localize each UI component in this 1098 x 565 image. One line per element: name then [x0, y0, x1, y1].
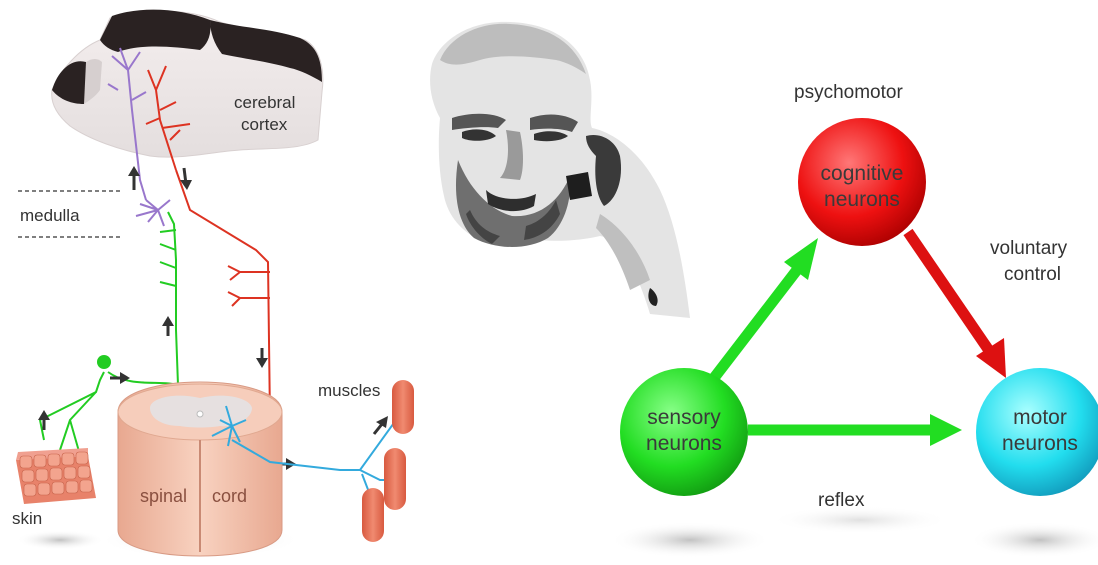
cognitive-neurons-node: cognitive neurons	[798, 118, 926, 246]
muscles-label: muscles	[318, 381, 380, 400]
neuron-loop-diagram: cognitive neurons sensory neurons motor …	[610, 82, 1098, 558]
motor-label-line2: neurons	[1002, 432, 1078, 455]
muscle-fibers	[362, 380, 414, 542]
skin-label: skin	[12, 509, 42, 528]
sensory-shadow	[610, 522, 770, 558]
sensory-ganglion	[97, 355, 111, 369]
sensory-neurons-node: sensory neurons	[620, 368, 748, 496]
cord-label: cord	[212, 486, 247, 506]
sensory-label-line1: sensory	[647, 406, 721, 429]
cognitive-label-line2: neurons	[824, 188, 900, 211]
cortex-label-line2: cortex	[241, 115, 288, 134]
skin-patch	[16, 448, 104, 550]
voluntary-label-line2: control	[1004, 264, 1061, 285]
psychomotor-arrow	[714, 238, 818, 378]
motor-shadow	[970, 522, 1098, 558]
psychomotor-label: psychomotor	[794, 82, 903, 103]
medulla-neuron	[136, 200, 170, 226]
spinal-cord-segment	[100, 382, 300, 558]
spinal-label: spinal	[140, 486, 187, 506]
reflex-arrow	[748, 414, 962, 446]
cortex-label-line1: cerebral	[234, 93, 295, 112]
anatomy-panel: cerebral cortex medulla	[12, 10, 414, 558]
motor-label-line1: motor	[1013, 406, 1067, 429]
medulla-label: medulla	[20, 206, 80, 225]
reflex-label: reflex	[818, 490, 865, 511]
portrait-illustration	[430, 22, 690, 318]
voluntary-label-line1: voluntary	[990, 238, 1068, 259]
sensory-label-line2: neurons	[646, 432, 722, 455]
motor-neurons-node: motor neurons	[976, 368, 1098, 496]
cognitive-label-line1: cognitive	[821, 162, 904, 185]
